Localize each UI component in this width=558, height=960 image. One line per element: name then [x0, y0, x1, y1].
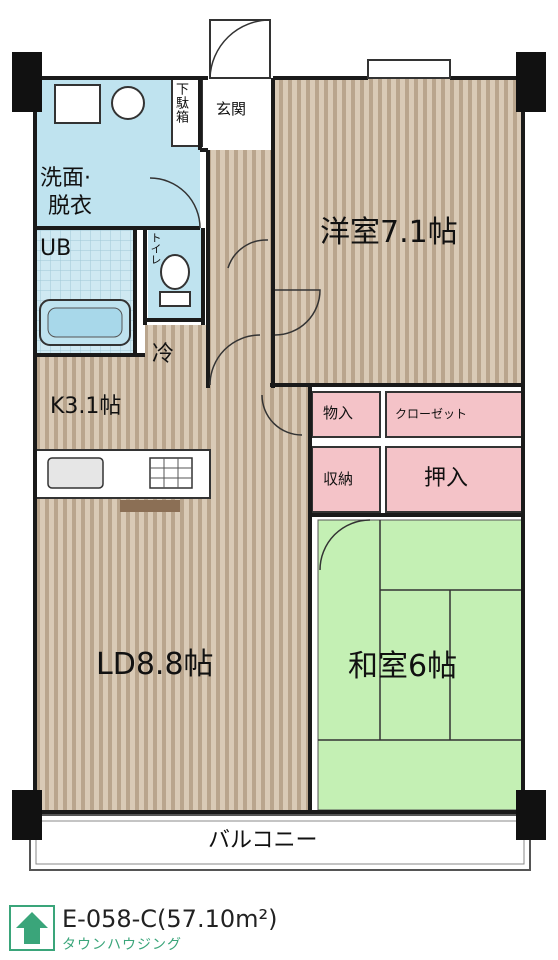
corridor-floor — [208, 150, 273, 390]
kitchen-floor-ext — [145, 325, 210, 385]
balcony — [29, 814, 531, 871]
entrance-area — [208, 78, 273, 150]
counter-bar — [120, 500, 180, 512]
ldk-floor — [35, 355, 310, 810]
japanese-room-label: 和室6帖 — [348, 649, 458, 684]
stove-icon — [149, 457, 193, 489]
washroom-label-line1: 洗面· — [40, 166, 91, 191]
property-code: E-058-C(57.10m²) — [62, 905, 278, 933]
western-room-floor — [273, 78, 523, 383]
western-room-label: 洋室7.1帖 — [320, 215, 458, 250]
storage-bottom-label: 収納 — [323, 470, 354, 488]
floor-plan — [12, 19, 546, 871]
japanese-room-floor — [317, 519, 524, 811]
bathtub-inner — [47, 307, 123, 338]
washbasin-icon — [54, 84, 101, 124]
oshiire-label: 押入 — [424, 466, 469, 491]
corner-posts — [12, 52, 546, 840]
ld-label: LD8.8帖 — [96, 647, 214, 682]
door-arcs — [149, 177, 371, 571]
washroom-label-line2: 脱衣 — [48, 194, 93, 219]
balcony-rail — [35, 820, 525, 865]
storage-top — [311, 391, 381, 438]
walls — [33, 76, 525, 814]
brand-logo-icon — [9, 905, 55, 951]
fridge-label: 冷 — [152, 342, 175, 367]
washing-machine-icon — [111, 86, 145, 120]
toilet-label: トイレ — [149, 232, 162, 265]
toilet-tank — [159, 291, 191, 307]
balcony-label: バルコニー — [208, 828, 318, 853]
tatami-lines — [318, 520, 523, 741]
shoe-box-label: 下駄箱 — [173, 82, 188, 124]
stove-grid — [150, 458, 192, 488]
entrance-door — [209, 19, 271, 79]
window-western — [367, 59, 451, 79]
closet-label: クローゼット — [395, 407, 468, 421]
kitchen-label: K3.1帖 — [50, 394, 122, 419]
toilet-icon — [160, 254, 190, 290]
storage-top-label: 物入 — [323, 404, 354, 422]
brand-name: タウンハウジング — [62, 937, 182, 953]
sink-icon — [47, 457, 104, 489]
entrance-door-swing — [209, 19, 271, 79]
unit-bath-label: UB — [40, 236, 72, 261]
entrance-label: 玄関 — [216, 100, 247, 118]
